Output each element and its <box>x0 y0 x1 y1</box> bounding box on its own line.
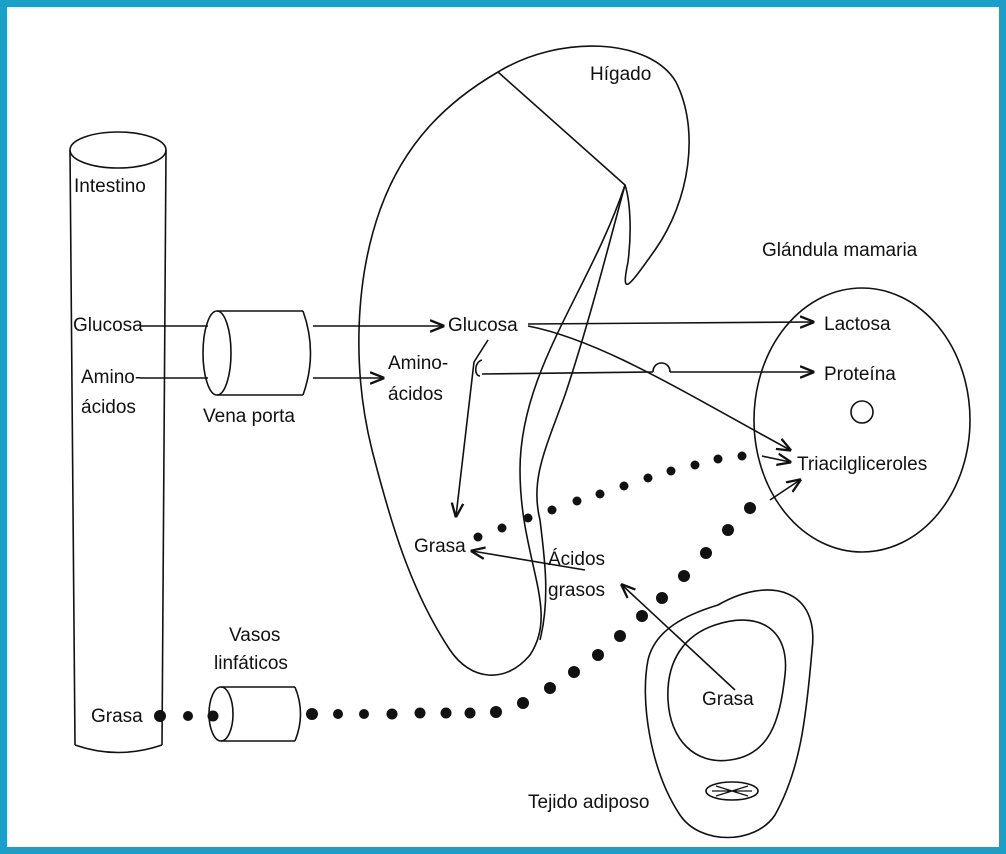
adipose-tissue <box>644 589 814 839</box>
label-vasos-2: linfáticos <box>214 653 288 674</box>
label-glucosa-liver: Glucosa <box>448 315 518 336</box>
flow-arrows <box>140 322 813 691</box>
lymph-vessel-cylinder <box>208 686 302 742</box>
label-proteina: Proteína <box>824 364 896 385</box>
label-grasa-liver: Grasa <box>414 536 466 557</box>
label-glandula: Glándula mamaria <box>762 240 918 261</box>
dotted-fat-paths <box>154 451 756 722</box>
liver-outline <box>358 45 690 676</box>
label-vena-porta: Vena porta <box>203 406 295 427</box>
label-higado: Hígado <box>590 64 651 85</box>
label-intestino: Intestino <box>74 176 146 197</box>
label-amino-intestine-1: Amino- <box>81 367 141 388</box>
label-tejido-adiposo: Tejido adiposo <box>528 792 649 813</box>
label-glucosa-intestine: Glucosa <box>73 315 143 336</box>
mammary-gland <box>753 287 971 553</box>
diagram-inner-border <box>6 6 1000 848</box>
label-amino-liver-1: Amino- <box>388 353 448 374</box>
label-lactosa: Lactosa <box>824 314 891 335</box>
label-triacilgliceroles: Triacilgliceroles <box>797 454 927 475</box>
label-amino-liver-2: ácidos <box>388 384 443 405</box>
label-grasa-intestine: Grasa <box>91 706 143 727</box>
intestine-cylinder <box>69 131 167 754</box>
label-grasa-adipose: Grasa <box>702 689 754 710</box>
label-amino-intestine-2: ácidos <box>81 397 136 418</box>
portal-vein-cylinder <box>202 310 312 396</box>
label-acidos-grasos-2: grasos <box>548 580 605 601</box>
label-vasos-1: Vasos <box>229 625 280 646</box>
label-acidos-grasos-1: Ácidos <box>548 549 605 570</box>
